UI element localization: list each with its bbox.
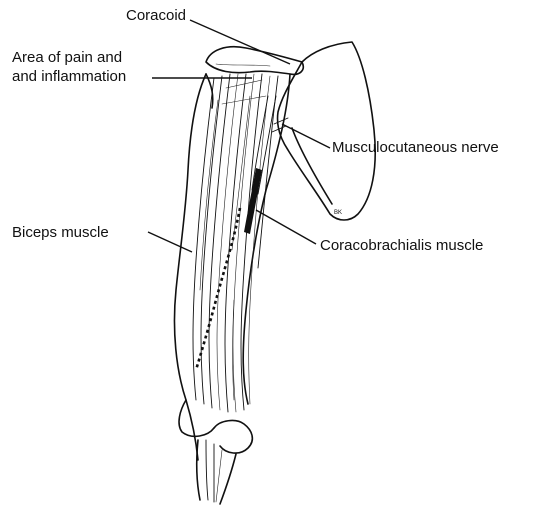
label-pain-area-line1: Area of pain and bbox=[12, 49, 122, 66]
coracoid-outline bbox=[206, 47, 303, 75]
coracobrachialis-muscle bbox=[244, 96, 288, 234]
elbow-condyle bbox=[214, 421, 252, 454]
elbow-outline bbox=[179, 400, 214, 436]
scapula: BK bbox=[277, 42, 375, 220]
label-coracobrachialis-muscle: Coracobrachialis muscle bbox=[320, 237, 483, 254]
shoulder-cap bbox=[206, 74, 213, 108]
biceps-leader bbox=[148, 232, 192, 252]
coracobrachialis-leader bbox=[256, 210, 316, 244]
arm-right-outline bbox=[243, 74, 290, 404]
label-pain-area-line2: and inflammation bbox=[12, 68, 126, 85]
artist-mark: BK bbox=[334, 210, 342, 216]
forearm-right bbox=[220, 454, 236, 504]
coracoid-leader bbox=[190, 20, 290, 64]
coracoid-process bbox=[206, 47, 303, 75]
coracobrachialis-band bbox=[244, 168, 262, 234]
label-biceps-muscle: Biceps muscle bbox=[12, 224, 109, 241]
musculocutaneous-leader bbox=[282, 124, 330, 148]
forearm-left bbox=[197, 440, 200, 500]
coracoid-contour bbox=[216, 64, 270, 66]
label-coracoid: Coracoid bbox=[126, 7, 186, 24]
biceps-muscle bbox=[193, 74, 278, 412]
label-musculocutaneous-nerve: Musculocutaneous nerve bbox=[332, 139, 499, 156]
